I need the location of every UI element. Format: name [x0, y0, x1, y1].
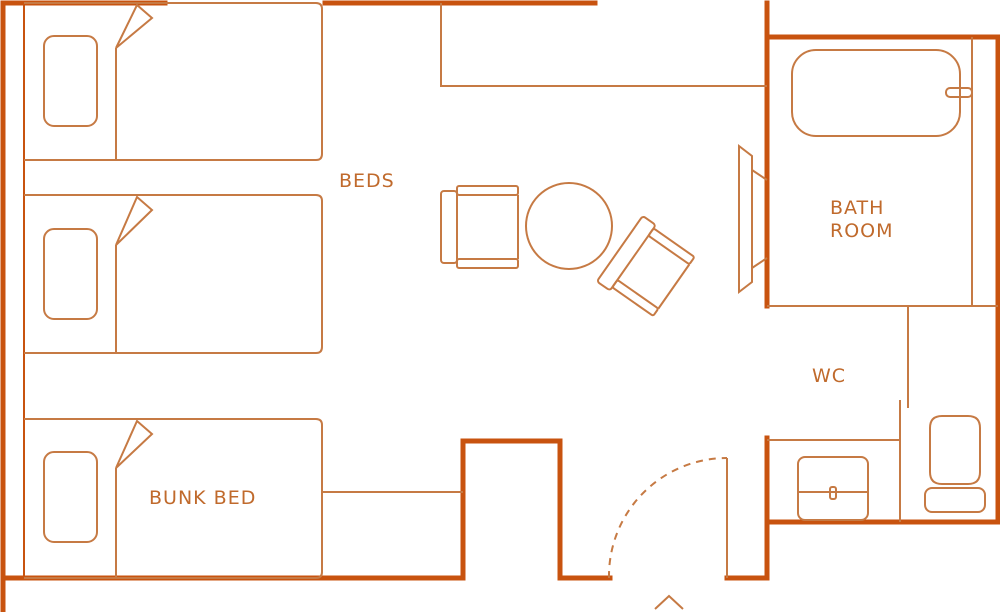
bottom-wall-left: [0, 438, 613, 581]
armchair-icon: [440, 185, 519, 269]
bed-3: [24, 418, 323, 579]
pillow-icon: [43, 451, 98, 543]
bathroom-outer-wall: [764, 34, 1000, 525]
sink-icon: [797, 456, 869, 521]
wardrobe-outline: [440, 3, 767, 87]
bed-icon: [24, 418, 323, 579]
bed-icon: [24, 194, 323, 354]
bed-1: [24, 2, 323, 161]
round-table-icon: [525, 182, 613, 270]
seating-area: [440, 182, 695, 317]
bed-fold-corner: [115, 195, 154, 246]
pillow-icon: [43, 228, 98, 320]
beds-label: BEDS: [339, 170, 395, 192]
tv-icon: [738, 143, 768, 295]
wc-label: WC: [812, 365, 846, 387]
bed-icon: [24, 2, 323, 161]
bed-fold-corner: [115, 3, 154, 49]
door-swing-icon: [607, 457, 728, 579]
pillow-icon: [43, 35, 98, 127]
bunk-bed-label: BUNK BED: [149, 487, 256, 509]
toilet-icon: [924, 415, 986, 513]
bed-2: [24, 194, 323, 354]
entrance-arrow-icon: [654, 594, 684, 610]
left-top-wall: [0, 0, 168, 612]
bathtub-icon: [791, 49, 973, 137]
armchair-icon: [597, 216, 695, 317]
interior-lines: [322, 3, 998, 578]
bathroom-label-line1: BATH: [830, 197, 884, 219]
faucet-icon: [945, 87, 973, 98]
room-labels: BEDS BATH ROOM WC BUNK BED: [149, 170, 894, 509]
bed-fold-corner: [115, 419, 154, 469]
bathroom-label-line2: ROOM: [830, 220, 894, 242]
